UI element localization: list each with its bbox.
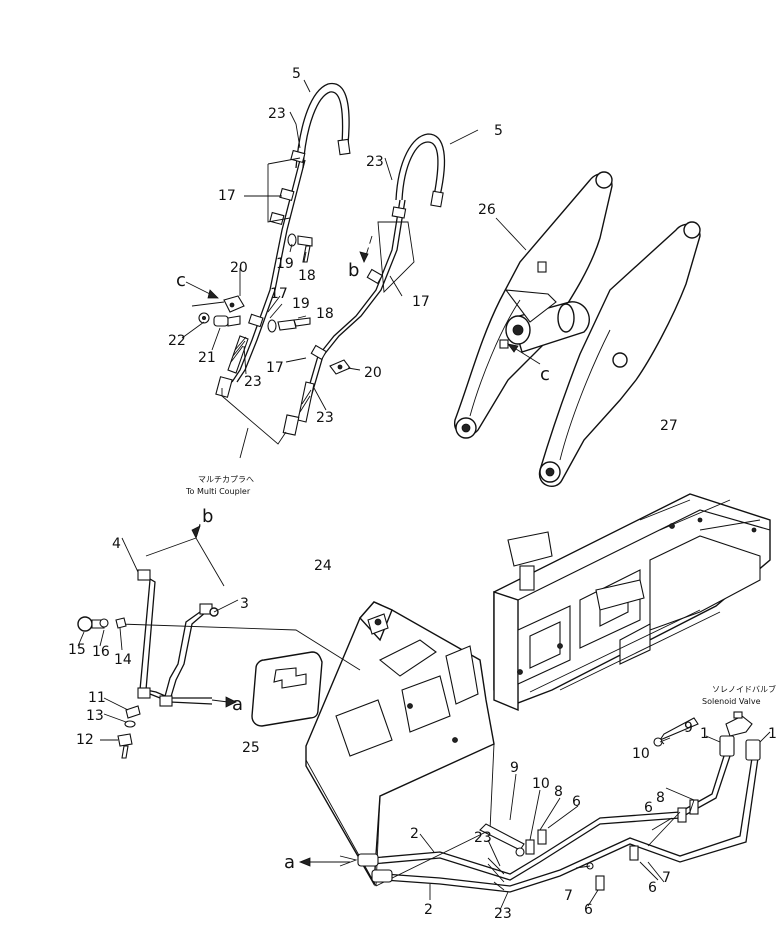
- label-7-a: 7: [564, 888, 573, 904]
- bolt-21: [213, 315, 241, 327]
- label-19-b: 19: [292, 296, 310, 312]
- label-b-left: b: [202, 506, 213, 527]
- tube-left: [231, 159, 301, 383]
- label-a-bottom: a: [284, 852, 295, 873]
- label-6-d: 6: [648, 880, 657, 896]
- label-17-c: 17: [270, 286, 288, 302]
- label-2-b: 2: [424, 902, 433, 918]
- label-7-b: 7: [662, 870, 671, 886]
- clamp-14: [115, 617, 127, 629]
- label-23-d: 23: [316, 410, 334, 426]
- note-multi-coupler-en: To Multi Coupler: [185, 487, 251, 496]
- label-a-left: a: [232, 694, 243, 715]
- label-1-a: 1: [700, 726, 709, 742]
- cover-25: [251, 651, 323, 727]
- label-23-b: 23: [366, 154, 384, 170]
- label-23-c: 23: [244, 374, 262, 390]
- washer-19-upper: [287, 233, 297, 247]
- label-19-a: 19: [276, 256, 294, 272]
- label-14: 14: [114, 652, 132, 668]
- label-5-a: 5: [292, 66, 301, 82]
- label-17-d: 17: [266, 360, 284, 376]
- label-6-c: 6: [644, 800, 653, 816]
- label-11: 11: [88, 690, 106, 706]
- label-10-b: 10: [632, 746, 650, 762]
- label-5-b: 5: [494, 123, 503, 139]
- label-18-b: 18: [316, 306, 334, 322]
- label-13: 13: [86, 708, 104, 724]
- note-solenoid-en: Solenoid Valve: [702, 697, 761, 706]
- label-6-a: 6: [572, 794, 581, 810]
- bolt-9-left: [479, 823, 525, 851]
- upper-hose-assembly: [181, 79, 479, 459]
- label-4: 4: [112, 536, 121, 552]
- label-22: 22: [168, 333, 186, 349]
- hose-5-left: [295, 82, 350, 169]
- bolt-18-lower: [277, 317, 311, 331]
- left-tube-assembly: [77, 523, 361, 759]
- label-2-a: 2: [410, 826, 419, 842]
- connector-lower-left: [215, 335, 249, 398]
- label-16: 16: [92, 644, 110, 660]
- label-15: 15: [68, 642, 86, 658]
- clamp-11: [125, 705, 141, 719]
- lower-hose-assembly: [298, 711, 771, 911]
- label-c-boom: c: [540, 364, 550, 385]
- label-9-b: 9: [684, 720, 693, 736]
- callout-labels: 5 5 23 23 17 17 17 17 19 18 19 18 20 20 …: [68, 66, 777, 922]
- label-20-b: 20: [364, 365, 382, 381]
- bolt-15: [77, 616, 105, 632]
- rear-frame-27: [493, 493, 771, 712]
- label-1-b: 1: [768, 726, 777, 742]
- label-23-a: 23: [268, 106, 286, 122]
- label-c-left: c: [176, 270, 186, 291]
- bolt-12: [117, 733, 133, 759]
- label-20-a: 20: [230, 260, 248, 276]
- label-3: 3: [240, 596, 249, 612]
- solenoid-valve: [725, 711, 753, 737]
- washer-22: [198, 312, 210, 324]
- label-17-b: 17: [412, 294, 430, 310]
- label-9-a: 9: [510, 760, 519, 776]
- label-18-a: 18: [298, 268, 316, 284]
- clamp-20-right: [329, 359, 351, 375]
- connector-lower-right: [282, 381, 315, 436]
- clamp-20-left: [223, 295, 245, 313]
- label-26: 26: [478, 202, 496, 218]
- label-b-upper: b: [348, 260, 359, 281]
- label-6-b: 6: [584, 902, 593, 918]
- label-23-f: 23: [494, 906, 512, 920]
- washer-16: [99, 618, 109, 628]
- front-frame-24: [305, 601, 495, 887]
- washer-19-lower: [267, 319, 277, 333]
- hose-5-right: [395, 133, 446, 201]
- label-24: 24: [314, 558, 332, 574]
- note-multi-coupler-jp: マルチカプラへ: [198, 475, 254, 484]
- label-21: 21: [198, 350, 216, 366]
- bolt-9-right: [658, 717, 699, 742]
- note-solenoid-jp: ソレノイドバルブ: [712, 684, 776, 694]
- label-23-e: 23: [474, 830, 492, 846]
- label-17-a: 17: [218, 188, 236, 204]
- lift-arm-26: [454, 171, 701, 488]
- label-10-a: 10: [532, 776, 550, 792]
- washer-13: [124, 720, 136, 728]
- label-8-b: 8: [656, 790, 665, 806]
- label-27: 27: [660, 418, 678, 434]
- label-8-a: 8: [554, 784, 563, 800]
- label-12: 12: [76, 732, 94, 748]
- label-25: 25: [242, 740, 260, 756]
